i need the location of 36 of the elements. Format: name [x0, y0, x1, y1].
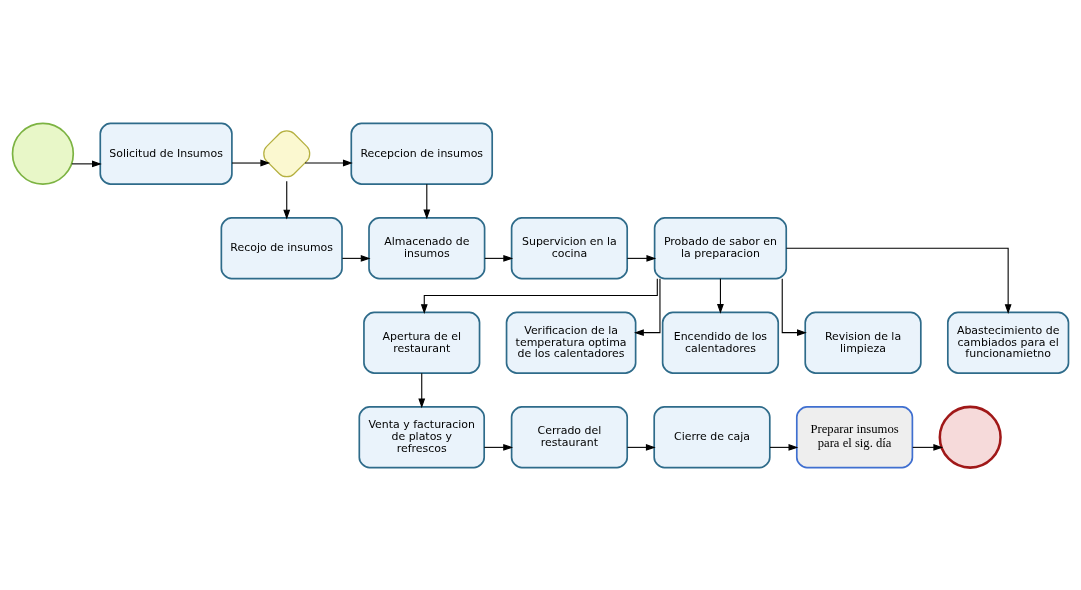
node-box: Cierre de caja	[653, 405, 771, 468]
arrow	[283, 180, 291, 219]
arrow	[634, 277, 661, 336]
arrow	[781, 277, 807, 336]
node-box: Recepcion de insumos	[350, 122, 494, 185]
node-box: Almacenado de insumos	[368, 216, 486, 279]
node-box: Cerrado del restaurant	[510, 405, 629, 468]
arrow	[304, 159, 353, 166]
node-box: Revision de la limpieza	[804, 311, 922, 374]
node-box: Abastecimiento de cambiados para el funcionamietno	[946, 311, 1070, 374]
arrow	[626, 254, 657, 262]
node-circle	[11, 122, 75, 185]
arrow	[423, 183, 431, 219]
node-box: Verificacion de la temperatura optima de los calentadores	[505, 311, 637, 374]
arrow	[912, 443, 944, 451]
arrow	[71, 159, 102, 167]
arrow	[231, 159, 271, 166]
node-box: Apertura de el restaurant	[363, 311, 481, 374]
node-box: Supervicion en la cocina	[510, 216, 629, 279]
node-box: Probado de sabor en la preparacion	[653, 216, 788, 279]
arrow	[483, 443, 514, 451]
arrow	[626, 443, 656, 451]
node-circle	[938, 405, 1002, 469]
arrow	[785, 247, 1012, 314]
node-box: Encendido de los calentadores	[661, 311, 780, 374]
node-box: Venta y facturacion de platos y refrescos	[358, 405, 486, 468]
arrow	[420, 277, 658, 314]
node-box: Solicitud de Insumos	[99, 122, 233, 185]
arrow	[717, 277, 724, 314]
arrow	[341, 254, 371, 262]
node-box: Preparar insumos para el sig. día	[795, 405, 914, 468]
arrow	[769, 443, 799, 451]
arrow	[484, 254, 514, 262]
node-diamond	[263, 129, 311, 177]
node-box: Recojo de insumos	[220, 216, 343, 279]
arrow	[418, 372, 426, 408]
